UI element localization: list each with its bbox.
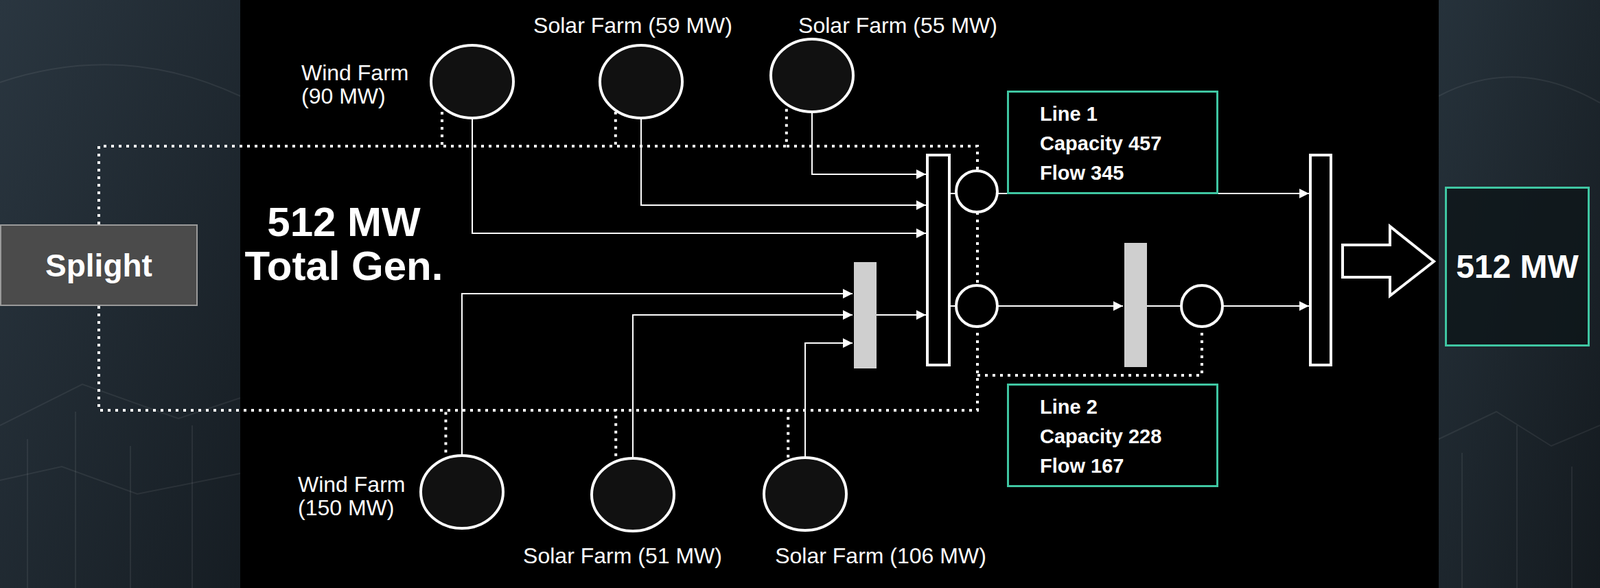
breaker-symbol (956, 285, 998, 327)
platform-name: Splight (45, 247, 153, 285)
monitoring-connector (98, 105, 787, 225)
label-holder: Wind Farm (150 MW) (297, 472, 422, 520)
label-holder: Solar Farm (55 MW) (798, 13, 998, 38)
line-title: Line 1 (1039, 99, 1203, 130)
line-title: Line 2 (1039, 392, 1203, 423)
line-value: Capacity 457 (1039, 129, 1203, 159)
farm-outline (429, 43, 515, 120)
solar-farm-node: Solar Farm (59 MW) (598, 43, 684, 120)
line-value: Flow 167 (1039, 451, 1203, 482)
farm-label: Solar Farm (59 MW) (533, 13, 733, 38)
farm-circle (420, 455, 504, 529)
breaker-symbol (1181, 285, 1223, 327)
farm-circle (763, 457, 847, 531)
output-box: 512 MW (1444, 186, 1590, 347)
farm-label: Wind Farm (90 MW) (301, 61, 425, 108)
line-info-box: Line 1Capacity 457Flow 345 (1006, 90, 1219, 195)
farm-circle (599, 45, 683, 119)
mid-bus-bar (1124, 242, 1147, 368)
label-holder: 512 MW Total Gen. (234, 200, 454, 289)
wind-farm-node: Wind Farm (150 MW) (419, 454, 505, 530)
monitoring-connector (98, 306, 788, 460)
farm-circle (770, 39, 854, 112)
solar-farm-node: Solar Farm (106 MW) (762, 456, 848, 532)
total-generation-label: 512 MW Total Gen. (234, 200, 454, 289)
output-arrow (1342, 226, 1434, 296)
line-info-box: Line 2Capacity 228Flow 167 (1006, 383, 1219, 488)
background-strip (1438, 0, 1600, 588)
main-bus-bar (927, 155, 950, 366)
farm-label: Solar Farm (55 MW) (798, 13, 998, 38)
label-holder: Solar Farm (59 MW) (533, 13, 733, 38)
output-value: 512 MW (1455, 247, 1579, 287)
collector-bus-bar (853, 262, 877, 369)
line-value: Flow 345 (1039, 158, 1203, 189)
breaker-symbol (956, 170, 998, 213)
farm-outline (769, 37, 855, 114)
farm-label: Solar Farm (51 MW) (523, 544, 723, 568)
platform-box: Splight (0, 224, 198, 307)
label-holder: Solar Farm (51 MW) (523, 544, 723, 568)
background-strip (0, 0, 241, 588)
solar-farm-node: Solar Farm (55 MW) (769, 37, 855, 114)
farm-label: Solar Farm (106 MW) (774, 544, 987, 568)
receiving-bus-bar (1310, 155, 1331, 366)
farm-label: Wind Farm (150 MW) (297, 472, 422, 520)
farm-outline (419, 454, 505, 530)
label-holder: Solar Farm (106 MW) (774, 544, 987, 568)
farm-circle (431, 45, 514, 119)
farm-circle (591, 458, 675, 532)
monitoring-connector (98, 306, 616, 461)
wind-farm-node: Wind Farm (90 MW) (429, 43, 515, 120)
farm-outline (598, 43, 684, 120)
label-holder: Wind Farm (90 MW) (301, 61, 425, 108)
farm-outline (762, 456, 848, 532)
farm-outline (590, 457, 676, 533)
solar-farm-node: Solar Farm (51 MW) (590, 457, 676, 533)
monitoring-connector (98, 306, 446, 458)
diagram-panel (240, 0, 1439, 588)
line-value: Capacity 228 (1039, 422, 1203, 452)
